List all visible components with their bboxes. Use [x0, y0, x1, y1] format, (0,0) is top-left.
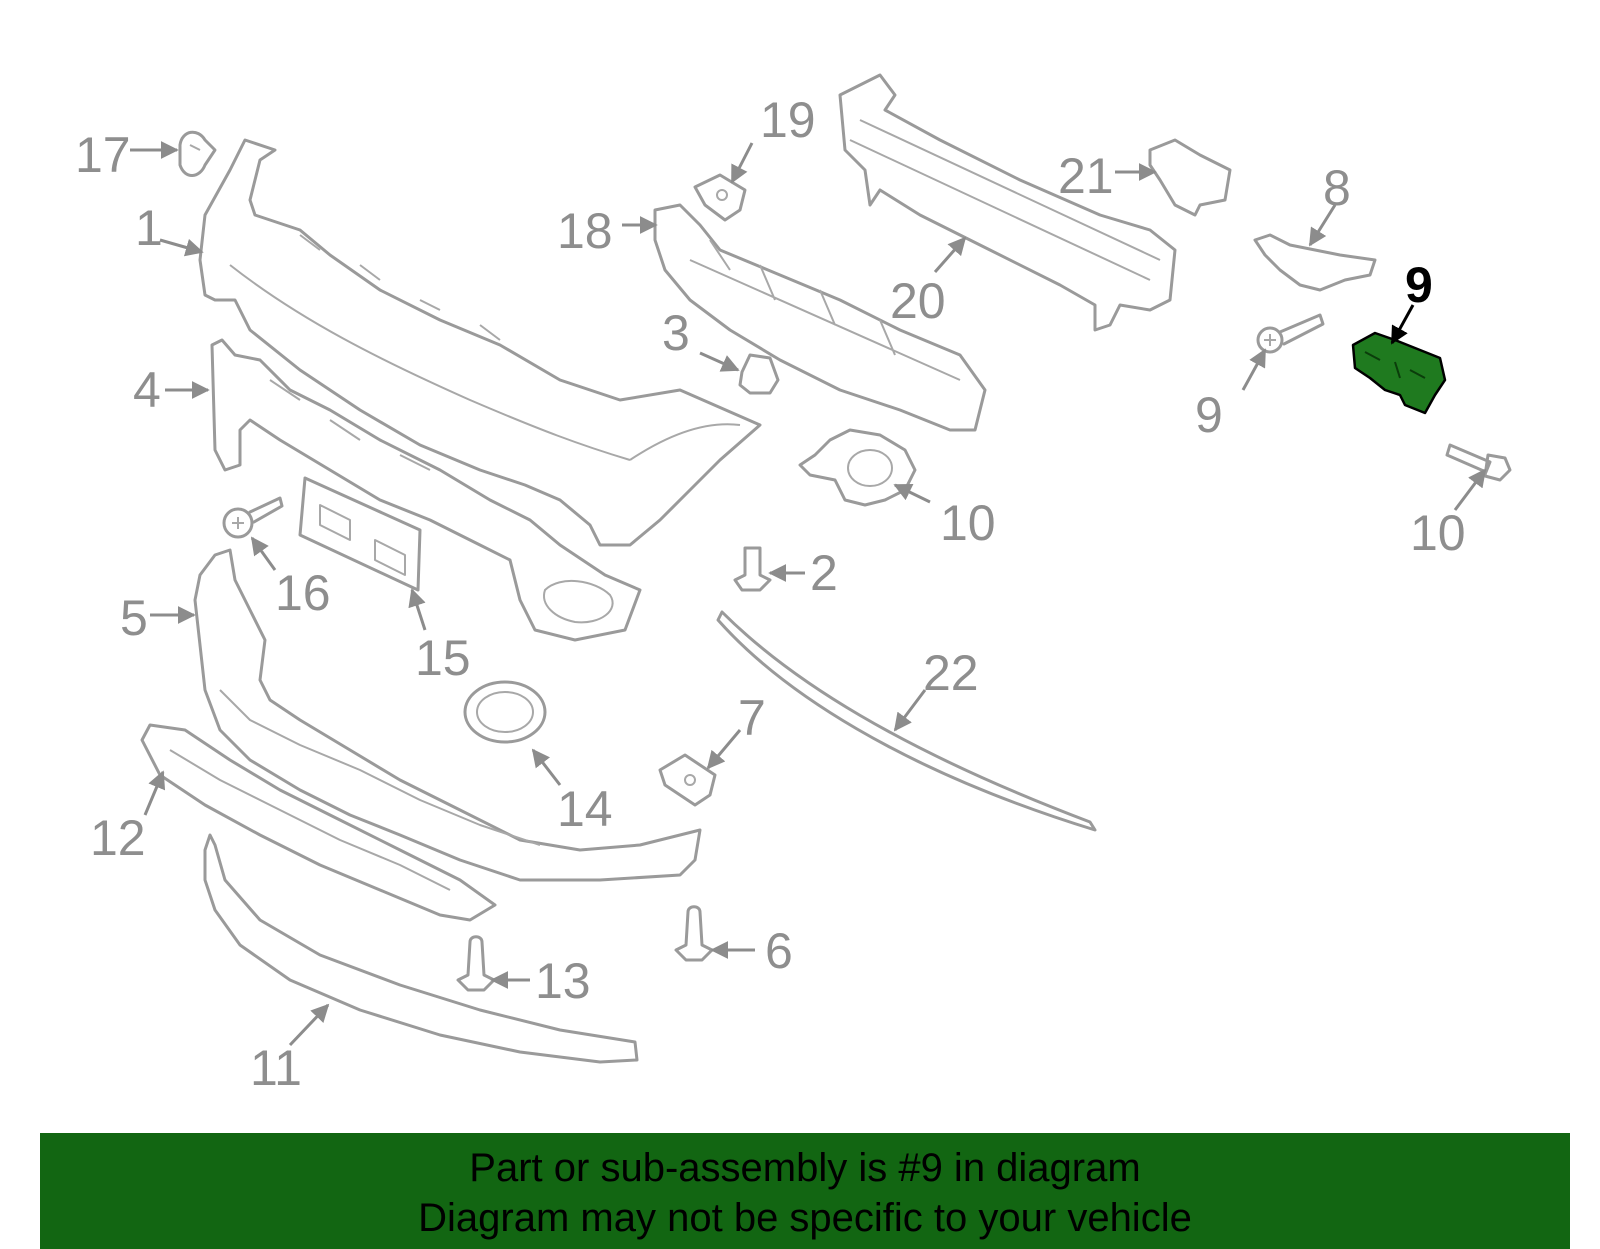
parts-diagram: 17 1 4 5 12 11 16 15 14 7 6 13 2 3 10 18…: [75, 73, 1512, 1096]
part-19-absorber[interactable]: [653, 203, 987, 432]
part-15-bezel-ring[interactable]: [463, 680, 547, 744]
part-4-bumper-panel[interactable]: [210, 338, 642, 642]
callout-16: 15: [415, 630, 471, 686]
callout-11: 10: [940, 495, 996, 551]
callout-17: 16: [275, 565, 331, 621]
callout-21: 20: [890, 273, 946, 329]
part-5-lower-panel[interactable]: [193, 548, 702, 882]
callout-19: 18: [557, 203, 613, 259]
part-9-bracket-highlighted[interactable]: [1351, 331, 1447, 415]
callout-6: 6: [765, 923, 793, 979]
callout-8: 8: [1323, 160, 1351, 216]
part-8-side-bracket[interactable]: [1253, 233, 1377, 292]
banner-line-1: Part or sub-assembly is #9 in diagram: [469, 1146, 1141, 1190]
part-17-screw[interactable]: [222, 496, 284, 539]
part-18-clip[interactable]: [178, 130, 217, 177]
callout-14: 13: [535, 953, 591, 1009]
callout-7: 7: [738, 690, 766, 746]
part-22-bracket[interactable]: [1148, 138, 1232, 217]
part-6-push-pin[interactable]: [674, 905, 714, 962]
callout-labels: 17 1 4 5 12 11 16 15 14 7 6 13 2 3 10 18…: [75, 92, 1466, 1096]
part-11-fog-lamp-housing[interactable]: [798, 428, 917, 507]
callout-1: 1: [135, 200, 163, 256]
callout-9-highlighted: 9: [1405, 257, 1433, 313]
callout-22: 21: [1058, 148, 1114, 204]
part-2-push-pin[interactable]: [733, 546, 772, 592]
part-10-bolt-upper[interactable]: [1256, 313, 1325, 354]
part-1-bumper-cover[interactable]: [198, 138, 762, 547]
callout-3: 3: [662, 305, 690, 361]
part-20-clip-nut[interactable]: [693, 173, 747, 222]
callout-15: 14: [557, 781, 613, 837]
callout-5: 5: [120, 590, 148, 646]
part-10-bolt-lower[interactable]: [1445, 443, 1512, 482]
callout-12: 11: [250, 1040, 302, 1096]
part-23-molding-strip[interactable]: [716, 610, 1097, 832]
part-13-trim-strip[interactable]: [140, 723, 497, 922]
part-7-clip[interactable]: [658, 753, 717, 807]
callout-23: 22: [923, 645, 979, 701]
callout-2: 2: [810, 545, 838, 601]
info-banner: Part or sub-assembly is #9 in diagram Di…: [40, 1133, 1570, 1249]
callout-20: 19: [760, 92, 816, 148]
callout-10-lower: 10: [1410, 505, 1466, 561]
callout-10-upper: 9: [1195, 387, 1223, 443]
part-14-push-pin[interactable]: [456, 935, 496, 992]
callout-13: 12: [90, 810, 146, 866]
callout-4: 4: [133, 362, 161, 418]
banner-line-2: Diagram may not be specific to your vehi…: [418, 1196, 1192, 1240]
callout-18: 17: [75, 127, 131, 183]
part-12-lip-molding[interactable]: [203, 833, 639, 1064]
part-21-reinforcement-beam[interactable]: [838, 73, 1177, 332]
leader-lines: [130, 141, 1487, 1047]
part-3-clip[interactable]: [738, 353, 780, 395]
